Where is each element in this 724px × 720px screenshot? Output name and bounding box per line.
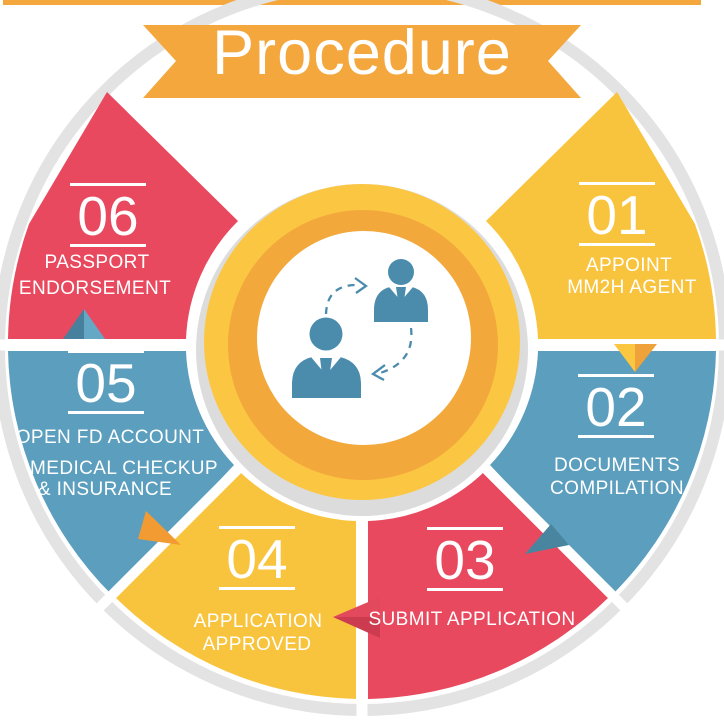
step-06-label: PASSPORT: [44, 252, 150, 273]
flow-arrow-03-04: [333, 597, 380, 638]
step-02-label: COMPILATION: [550, 478, 684, 499]
step-05-label: OPEN FD ACCOUNT: [15, 427, 205, 448]
step-06-label: ENDORSEMENT: [18, 278, 172, 299]
step-01-number: 01: [579, 182, 655, 246]
segment-04-shape: [116, 473, 356, 699]
step-02-number: 02: [578, 374, 654, 438]
step-05-label: & INSURANCE: [37, 479, 173, 500]
flow-arrow-02-03: [525, 524, 569, 554]
step-02-label: DOCUMENTS: [553, 455, 681, 476]
center-medallion: [196, 184, 528, 516]
step-05-number: 05: [68, 350, 144, 414]
step-03-number: 03: [427, 527, 503, 591]
step-06-number: 06: [70, 183, 146, 247]
top-border-strip: [3, 0, 701, 5]
step-01-label: MM2H AGENT: [567, 277, 697, 298]
flow-arrow-04-05: [138, 511, 181, 545]
step-04-number: 04: [219, 526, 295, 590]
step-01-label: APPOINT: [585, 255, 673, 276]
step-03-label: SUBMIT APPLICATION: [368, 609, 576, 630]
segment-02-shape: [490, 351, 716, 595]
flow-arrow-05-06: [63, 309, 105, 339]
step-04-label: APPLICATION: [193, 611, 323, 632]
segment-06-shape: [8, 92, 238, 339]
page-title: Procedure: [212, 18, 512, 88]
segment-01-shape: [486, 92, 716, 339]
title-ribbon: [143, 25, 581, 98]
step-05-label: MEDICAL CHECKUP: [30, 458, 218, 479]
flow-arrow-01-02: [614, 344, 657, 372]
step-04-label: APPROVED: [202, 634, 312, 655]
people-exchange-icon: [292, 259, 428, 398]
segment-05-shape: [8, 351, 234, 595]
